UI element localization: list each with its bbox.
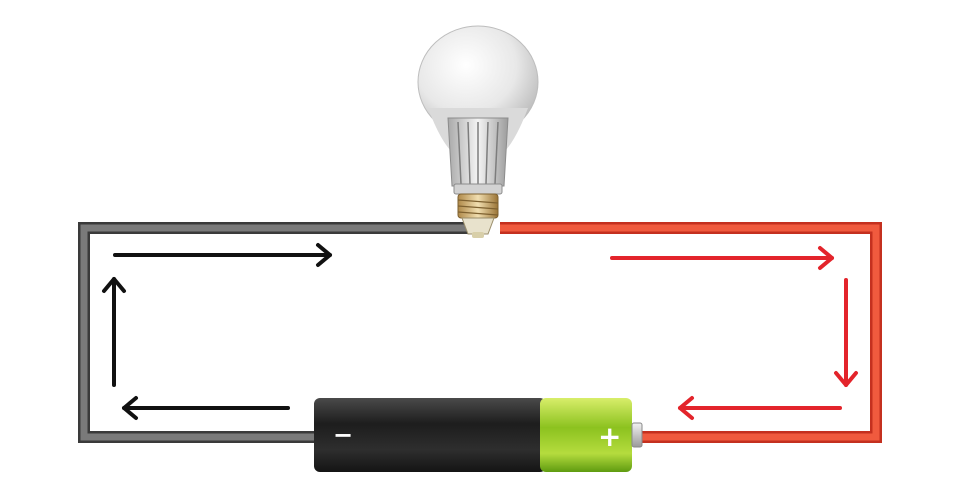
- arrow-left-red: [678, 396, 842, 420]
- arrow-right-black: [113, 243, 332, 267]
- battery-minus-label: −: [333, 421, 353, 449]
- arrow-right-red: [610, 246, 834, 270]
- battery-body: [314, 398, 546, 472]
- arrow-up-black: [102, 277, 126, 387]
- battery-terminal: [631, 422, 643, 448]
- arrow-left-black: [122, 396, 290, 420]
- positive-wire: [500, 224, 880, 441]
- negative-wire: [80, 224, 470, 441]
- battery-icon: − +: [314, 398, 643, 472]
- battery-plus-label: +: [598, 420, 621, 453]
- arrow-down-red: [834, 278, 858, 387]
- light-bulb-icon: [417, 25, 539, 238]
- battery-positive-cap: [540, 398, 632, 472]
